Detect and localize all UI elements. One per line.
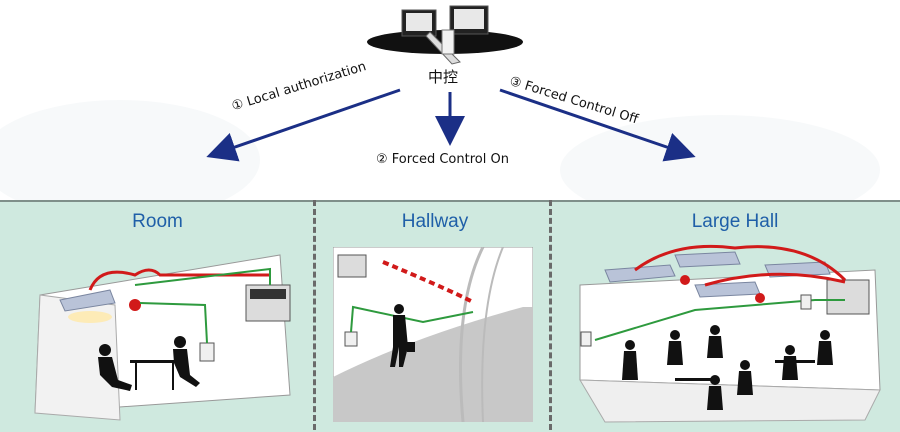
control-arrows bbox=[206, 88, 696, 162]
label-forced-on: ② Forced Control On bbox=[376, 152, 509, 167]
arrow-local-authorization bbox=[206, 88, 401, 162]
zone-title-room: Room bbox=[132, 211, 183, 232]
central-control-label: 中控 bbox=[428, 68, 459, 86]
central-control-icon bbox=[367, 5, 523, 65]
zone-title-large-hall: Large Hall bbox=[691, 211, 779, 232]
arrow-forced-off bbox=[499, 88, 696, 162]
zone-divider-1 bbox=[313, 200, 316, 430]
zone-divider-2 bbox=[549, 200, 552, 430]
hallway-illustration bbox=[333, 247, 533, 422]
zone-title-hallway: Hallway bbox=[401, 211, 469, 232]
room-illustration bbox=[34, 254, 291, 421]
large-hall-illustration bbox=[579, 244, 881, 423]
